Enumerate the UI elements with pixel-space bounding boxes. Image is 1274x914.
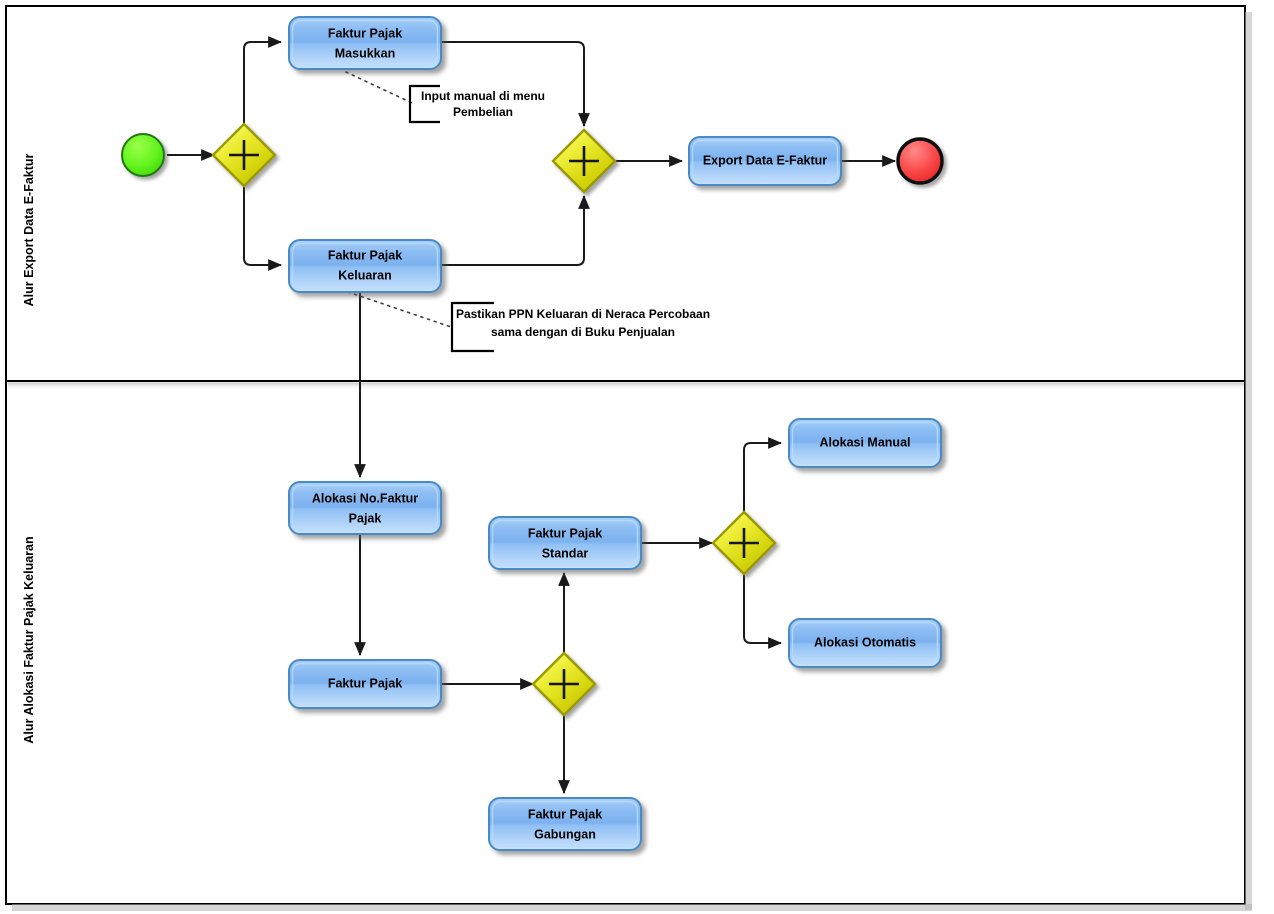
task-alokasi-no-label-1: Alokasi No.Faktur (312, 491, 418, 505)
parallel-gateway-jenis[interactable] (531, 651, 597, 717)
task-masukkan-label-2: Masukkan (335, 46, 395, 60)
plus-icon (229, 140, 259, 170)
plus-icon (569, 146, 599, 176)
lane-divider (6, 380, 1245, 391)
lane-label-alokasi-text: Alur Alokasi Faktur Pajak Keluaran (22, 536, 36, 743)
assoc-masukkan-note (345, 71, 413, 104)
end-event[interactable] (896, 137, 944, 185)
task-keluaran-label-2: Keluaran (338, 268, 392, 282)
flow-keluaran-to-join (441, 194, 590, 266)
lane-label-export: Alur Export Data E-Faktur (22, 153, 36, 306)
task-faktur-pajak-standar[interactable] (488, 516, 642, 570)
task-faktur-pajak-keluaran[interactable] (288, 239, 442, 293)
annotation-pastikan-ppn-line1: Pastikan PPN Keluaran di Neraca Percobaa… (456, 307, 710, 321)
task-alokasi-no-faktur-pajak[interactable] (288, 481, 442, 535)
task-standar-label-1: Faktur Pajak (528, 526, 602, 540)
task-faktur-pajak[interactable] (288, 659, 442, 709)
lane1-associations (345, 71, 455, 329)
lane-label-export-text: Alur Export Data E-Faktur (22, 153, 36, 306)
plus-icon (729, 528, 759, 558)
lane1-sequence-flows (167, 36, 897, 479)
task-standar-label-2: Standar (542, 546, 589, 560)
task-masukkan-label-1: Faktur Pajak (328, 26, 402, 40)
task-gabungan-label-1: Faktur Pajak (528, 807, 602, 821)
flow-split-to-keluaran (243, 186, 283, 271)
task-alokasi-otomatis[interactable] (788, 618, 942, 668)
start-event[interactable] (121, 133, 165, 177)
lane-label-alokasi: Alur Alokasi Faktur Pajak Keluaran (22, 536, 36, 743)
flow-split-to-masukkan (243, 36, 283, 124)
lane2-sequence-flows (354, 437, 783, 795)
task-keluaran-label-1: Faktur Pajak (328, 248, 402, 262)
annotation-pastikan-ppn-line2: sama dengan di Buku Penjualan (491, 325, 675, 339)
annotation-input-manual-line2: Pembelian (453, 105, 513, 119)
annotation-input-manual-line1: Input manual di menu (421, 89, 545, 103)
plus-icon (549, 669, 579, 699)
flow-masukkan-to-join (441, 41, 590, 128)
flow-gateway-to-otomatis (743, 574, 783, 649)
task-alokasi-otomatis-label: Alokasi Otomatis (814, 635, 916, 649)
task-gabungan-label-2: Gabungan (534, 827, 596, 841)
task-faktur-pajak-masukkan[interactable] (288, 16, 442, 70)
task-faktur-pajak-label: Faktur Pajak (328, 676, 402, 690)
pool-outline (5, 5, 1252, 911)
task-alokasi-no-label-2: Pajak (349, 511, 382, 525)
task-alokasi-manual-label: Alokasi Manual (820, 435, 911, 449)
task-export-label: Export Data E-Faktur (703, 153, 827, 167)
task-alokasi-manual[interactable] (788, 418, 942, 468)
task-export-data-e-faktur[interactable] (688, 136, 842, 186)
task-faktur-pajak-gabungan[interactable] (488, 797, 642, 851)
assoc-keluaran-note (347, 291, 455, 329)
parallel-gateway-alokasi[interactable] (711, 510, 777, 576)
annotation-input-manual: Input manual di menu Pembelian (408, 84, 545, 124)
flow-gateway-to-manual (743, 437, 783, 512)
parallel-gateway-split[interactable] (211, 122, 277, 188)
annotation-pastikan-ppn: Pastikan PPN Keluaran di Neraca Percobaa… (450, 301, 710, 353)
parallel-gateway-join[interactable] (551, 128, 617, 194)
